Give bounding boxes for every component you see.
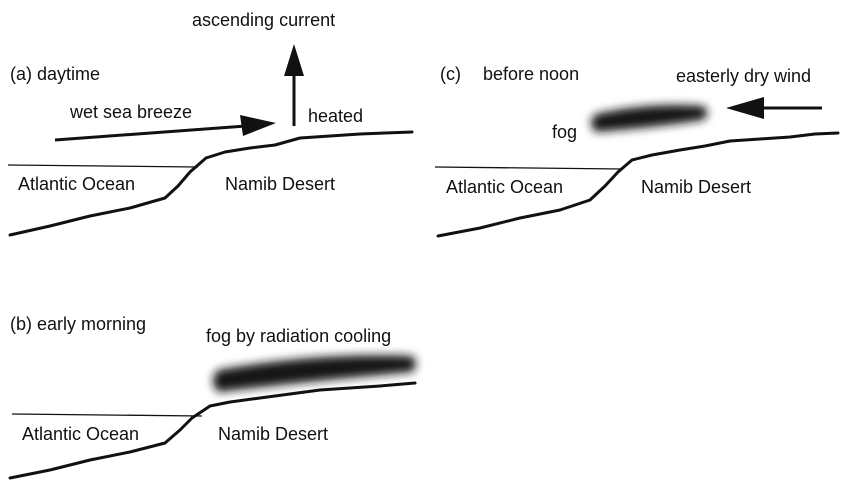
fog-cloud (591, 105, 708, 132)
ascending-arrow-icon (284, 44, 304, 126)
panel-a-daytime: (a) daytime ascending current wet sea br… (7, 10, 414, 237)
easterly-dry-wind-label: easterly dry wind (676, 66, 811, 86)
panel-b-title: (b) early morning (10, 314, 146, 334)
coastline-profile (8, 381, 417, 480)
coastline-profile (8, 130, 414, 237)
namib-desert-label: Namib Desert (225, 174, 335, 194)
breeze-arrow-icon (54, 115, 276, 142)
fog-label: fog (552, 122, 577, 142)
namib-desert-label: Namib Desert (641, 177, 751, 197)
panel-c-subtitle: before noon (483, 64, 579, 84)
fog-radiation-label: fog by radiation cooling (206, 326, 391, 346)
panel-c-before-noon: (c) before noon easterly dry wind fog At… (434, 64, 840, 238)
sea-level-line (11, 413, 203, 417)
fog-cloud (213, 355, 416, 392)
sea-level-line (434, 166, 623, 170)
wet-sea-breeze-label: wet sea breeze (69, 102, 192, 122)
coastline-profile (436, 131, 840, 238)
sea-level-line (7, 164, 199, 168)
panel-b-early-morning: (b) early morning fog by radiation cooli… (8, 314, 417, 480)
panel-a-title: (a) daytime (10, 64, 100, 84)
panel-c-title: (c) (440, 64, 461, 84)
atlantic-ocean-label: Atlantic Ocean (22, 424, 139, 444)
heated-label: heated (308, 106, 363, 126)
atlantic-ocean-label: Atlantic Ocean (446, 177, 563, 197)
atlantic-ocean-label: Atlantic Ocean (18, 174, 135, 194)
namib-desert-label: Namib Desert (218, 424, 328, 444)
ascending-current-label: ascending current (192, 10, 335, 30)
wind-arrow-icon (726, 97, 822, 119)
